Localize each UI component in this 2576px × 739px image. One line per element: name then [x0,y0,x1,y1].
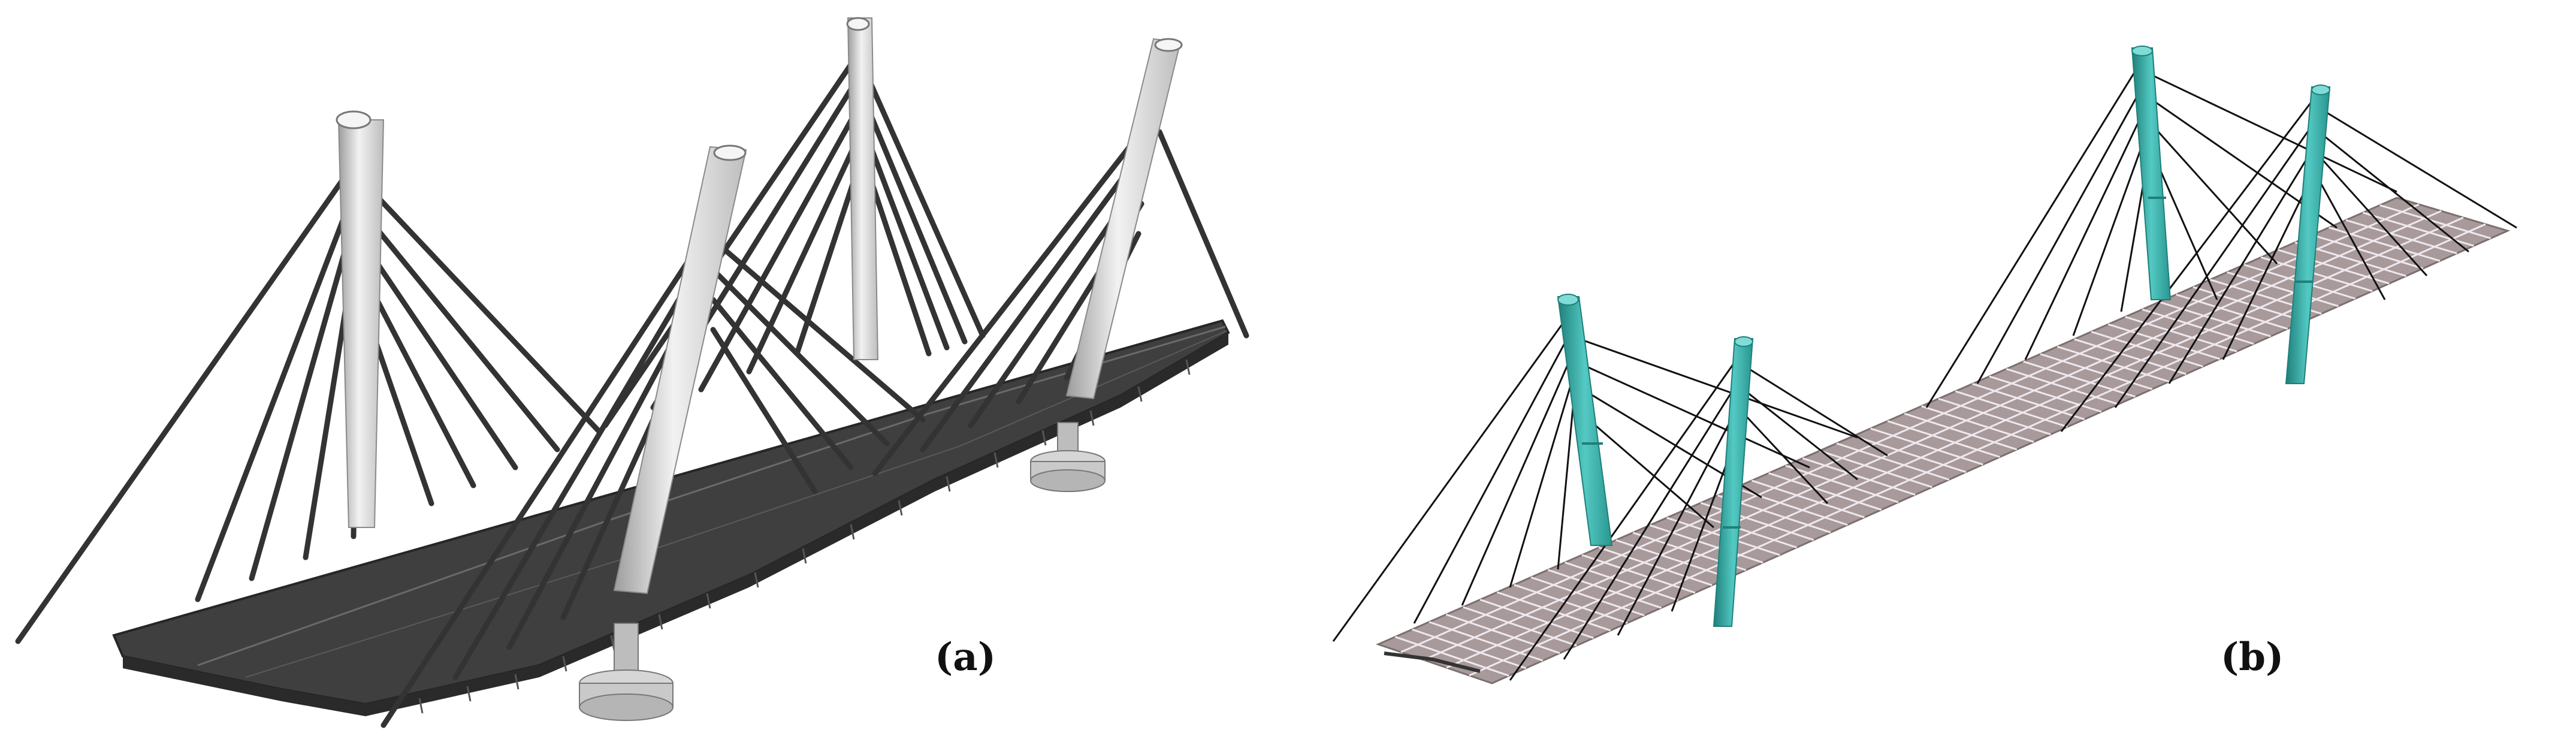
pier-a-front [579,623,674,721]
mesh-line [1581,554,1696,594]
mesh-line [2091,331,2203,367]
mesh-line [2142,308,2254,345]
mesh-line [2260,256,2373,292]
mesh-line [2176,293,2288,330]
mesh-line [1972,382,2085,421]
deck-b-mesh [1375,197,2511,684]
mesh-line [1921,405,2034,443]
mesh-line [1412,628,1526,669]
mesh-line [2107,323,2221,360]
mesh-line [1938,397,2051,436]
mesh-line [1700,502,1814,541]
pylon-a-1 [336,110,385,528]
pier-a-back [1030,422,1106,492]
mesh-line [1530,576,1645,617]
mesh-line [1751,479,1865,518]
mesh-line [2379,204,2492,240]
deck-a-underside-truss [418,359,1191,714]
mesh-line [2311,234,2424,270]
pylon-b-3 [2131,46,2172,300]
panel-label-b: (b) [2221,635,2284,680]
mesh-line [2040,353,2153,390]
mesh-line [2006,368,2119,405]
mesh-line [1598,547,1713,586]
mesh-line [1429,621,1544,662]
mesh-line [1683,509,1797,548]
mesh-line [1423,210,2442,661]
mesh-line [2074,338,2187,375]
pylon-b-4 [2285,85,2331,384]
mesh-line [2023,360,2136,398]
mesh-line [1819,450,1932,488]
mesh-line [1394,636,1509,677]
pylon-b-1 [1557,294,1613,546]
deck-b-edge-beam [1384,651,1481,673]
mesh-line [1400,203,2420,653]
mesh-line [1768,472,1882,511]
panel-b-fe-model [1332,46,2517,684]
pylon-b-2 [1713,336,1754,627]
mesh-line [1565,561,1679,602]
mesh-line [1989,375,2102,413]
mesh-line [1785,464,1899,503]
mesh-line [1463,606,1577,647]
stay-cables-b [1332,59,2517,681]
deck-b-grid [1394,203,2492,677]
mesh-line [2227,271,2339,307]
mesh-line [1802,457,1916,496]
mesh-line [1514,584,1628,624]
mesh-line [1496,591,1611,632]
panel-label-a: (a) [935,635,996,680]
mesh-line [1887,420,2000,458]
mesh-line [1734,487,1848,526]
panel-a-solid-model [15,17,1249,728]
mesh-line [1469,223,2486,677]
stay-cables-a [15,51,1249,728]
mesh-line [1479,599,1594,639]
deck-b-surface [1375,197,2511,684]
mesh-line [1836,442,1950,481]
mesh-line [2193,286,2305,322]
mesh-line [1547,569,1662,609]
pylon-a-4 [1065,38,1183,400]
mesh-line [2158,301,2271,337]
mesh-line [1904,412,2018,451]
pylon-a-2 [613,144,747,595]
pylon-a-3 [846,17,879,360]
mesh-line [1870,427,1983,466]
mesh-line [1649,524,1763,564]
mesh-line [1853,435,1967,473]
mesh-line [2345,219,2457,255]
mesh-line [1445,613,1560,654]
mesh-line [1955,390,2068,428]
